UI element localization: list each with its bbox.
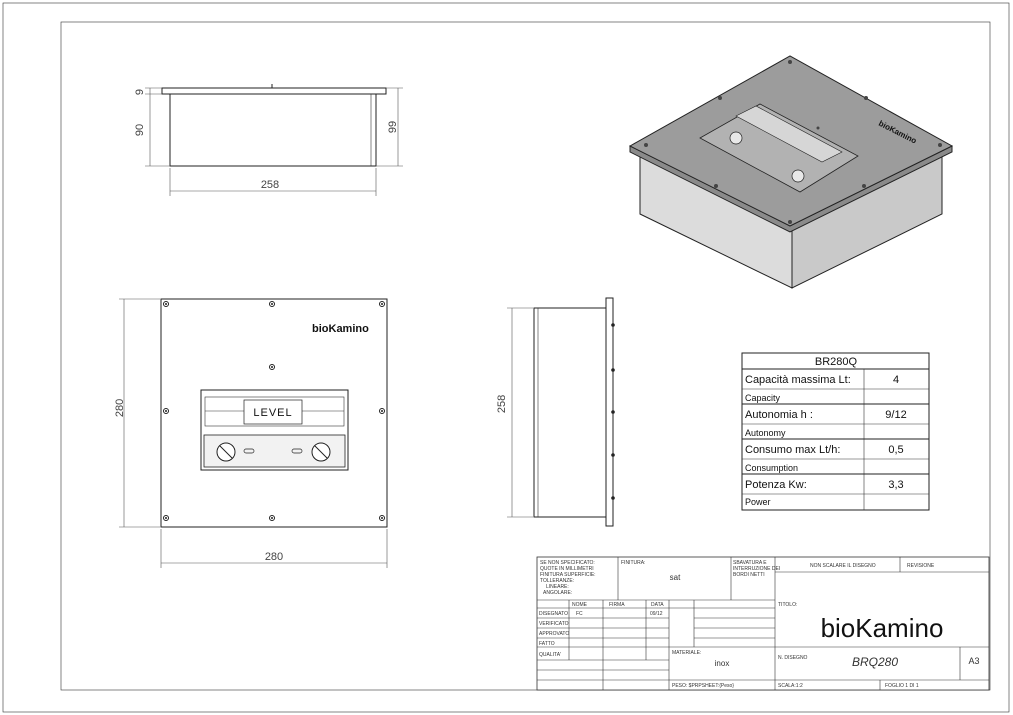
spec-row-sub: Capacity [745,393,781,403]
plan-burner-frame [200,389,349,471]
tb-note: ANGOLARE: [543,590,572,596]
tb-header: FIRMA [609,602,625,608]
side-body [533,307,607,518]
plan-screws [163,301,385,521]
tb-no-scale: NON SCALARE IL DISEGNO [810,563,876,569]
side-screw-icon [611,323,615,327]
tb-material-label: MATERIALE: [672,650,701,656]
dim-plan-width: 280 [265,551,283,563]
spec-row-value: 9/12 [885,409,906,421]
tb-scale: SCALA:1:2 [778,683,803,689]
tb-sheet: FOGLIO 1 DI 1 [885,683,919,689]
tb-revision-label: REVISIONE [907,563,935,569]
front-top-plate [161,87,387,95]
plan-view: bioKamino LEVEL 280 280 [114,298,388,568]
dim-side-height: 90 [134,124,146,136]
tb-drawn-by: FC [576,611,583,617]
side-screw-icon [611,453,615,457]
tb-title-value: bioKamino [821,613,944,643]
tb-note: LINEARE: [546,584,569,590]
iso-screw-icon [718,96,722,100]
spec-row-label: Consumo max Lt/h: [745,444,840,456]
side-screw-icon [611,496,615,500]
tb-drawing-no: BRQ280 [852,655,898,669]
isometric-view: bioKamino [628,55,954,289]
tb-drawing-no-label: N. DISEGNO [778,655,808,661]
tb-weight: PESO: $PRPSHEET:{Peso} [672,683,734,689]
tb-note: SE NON SPECIFICATO: [540,560,595,566]
tb-deburr-note: SBAVATURA E [733,560,767,566]
plan-logo: bioKamino [312,323,369,335]
tb-sheet-size: A3 [968,656,979,666]
spec-table: BR280Q Capacità massima Lt: 4 Capacity A… [741,352,930,511]
dim-top-flange: 9 [134,89,146,95]
iso-screw-icon [644,143,648,147]
tb-finish-value: sat [670,573,681,582]
tb-title-label: TITOLO: [778,602,797,608]
front-elevation-view: 9 90 99 258 [134,84,403,196]
front-body [169,93,377,167]
iso-screw-icon [864,96,868,100]
spec-row-label: Potenza Kw: [745,479,807,491]
tb-header: NOME [572,602,588,608]
tb-role: FATTO [539,641,555,647]
tb-role: APPROVATO [539,631,569,637]
plan-indicator-right [291,448,303,454]
dim-plan-height: 280 [114,399,126,417]
spec-row-sub: Consumption [745,463,798,473]
tb-note: QUOTE IN MILLIMETRI [540,566,594,572]
plan-level-label: LEVEL [253,407,292,419]
iso-valve-right-icon [791,169,805,183]
tb-note: TOLLERANZE: [540,578,574,584]
plan-indicator-left [243,448,255,454]
spec-row-value: 4 [893,374,899,386]
iso-burner-slot [735,105,843,163]
iso-screw-icon [788,60,792,64]
dim-front-width: 258 [261,179,279,191]
spec-row-value: 0,5 [888,444,903,456]
plan-level-plate [243,399,303,425]
iso-screw-icon [862,184,866,188]
dim-side-height-right: 258 [496,395,508,413]
plan-burner-slot [204,396,345,427]
spec-table-title: BR280Q [815,356,858,368]
spec-row-sub: Autonomy [745,428,786,438]
iso-valve-left-icon [729,131,743,145]
tb-drawn-date: 09/12 [650,611,663,617]
tb-role: QUALITA' [539,652,561,658]
tb-deburr-note: INTERRUZIONE DEI [733,566,780,572]
tb-header: DATA [651,602,664,608]
spec-row-value: 3,3 [888,479,903,491]
iso-screw-icon [714,184,718,188]
side-screw-icon [611,410,615,414]
drawing-frame [60,21,991,691]
spec-row-sub: Power [745,497,771,507]
title-block: SE NON SPECIFICATO: QUOTE IN MILLIMETRI … [536,556,990,691]
plan-outline [160,298,388,528]
tb-finish-label: FINITURA: [621,560,645,566]
tb-role: DISEGNATO [539,611,568,617]
iso-screw-icon [938,143,942,147]
iso-screw-icon [816,126,820,130]
spec-row-label: Autonomia h : [745,409,813,421]
tb-deburr-note: BORDI NETTI [733,572,765,578]
side-screw-icon [611,368,615,372]
iso-screw-icon [788,220,792,224]
tb-note: FINITURA SUPERFICIE: [540,572,596,578]
tb-material-value: inox [715,659,730,668]
dim-total-height: 99 [387,121,399,133]
side-view: 258 [496,297,615,527]
tb-role: VERIFICATO [539,621,569,627]
spec-row-label: Capacità massima Lt: [745,374,851,386]
